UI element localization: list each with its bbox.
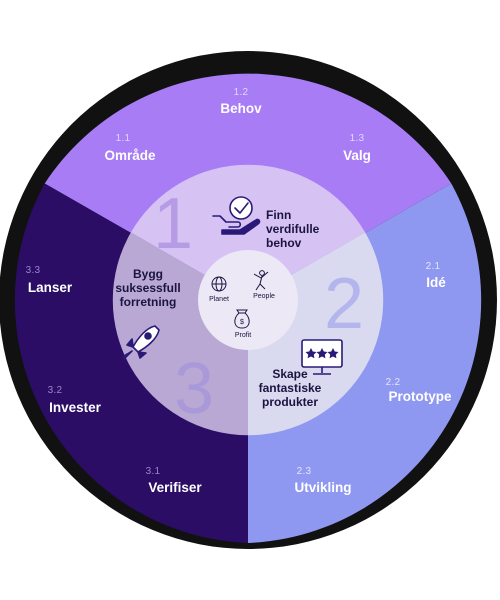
segment-3-1-number: 3.1 <box>146 466 161 477</box>
phase1-line2: verdifulle <box>266 222 320 236</box>
phase3-line3: forretning <box>120 295 177 309</box>
phase-number-3: 3 <box>174 349 214 429</box>
segment-2-3-label: Utvikling <box>294 480 351 495</box>
segment-1-2-number: 1.2 <box>234 87 249 98</box>
phase3-line2: suksessfull <box>115 281 180 295</box>
segment-1-inner <box>130 164 366 300</box>
segment-1-1-number: 1.1 <box>116 133 131 144</box>
segment-1-3-label: Valg <box>343 148 371 163</box>
segment-1-2-label: Behov <box>220 101 262 116</box>
phase-number-2: 2 <box>324 264 364 344</box>
monitor-stars-icon <box>301 339 343 375</box>
segment-3-3-number: 3.3 <box>26 265 41 276</box>
people-label: People <box>253 293 275 300</box>
phase-number-1: 1 <box>153 184 193 264</box>
segment-2-3-number: 2.3 <box>297 466 312 477</box>
segment-2-2-number: 2.2 <box>386 377 401 388</box>
rocket-icon <box>122 325 160 360</box>
phase2-line1: Skape <box>272 367 308 381</box>
segment-2-1-label: Idé <box>426 275 446 290</box>
segment-2-2-label: Prototype <box>388 389 451 404</box>
planet-label: Planet <box>209 296 229 303</box>
planet-icon <box>211 276 227 292</box>
segment-1-1-label: Område <box>104 148 156 163</box>
phase1-line3: behov <box>266 236 302 250</box>
phase3-line1: Bygg <box>133 267 163 281</box>
phase2-line2: fantastiske <box>259 381 322 395</box>
money-bag-icon: $ <box>234 309 250 329</box>
svg-text:$: $ <box>240 319 244 326</box>
hand-checkmark-icon <box>212 196 261 235</box>
segment-3-1-label: Verifiser <box>148 480 202 495</box>
segment-3-3-label: Lanser <box>28 280 73 295</box>
phase2-line3: produkter <box>262 395 318 409</box>
segment-3-2-number: 3.2 <box>48 385 63 396</box>
profit-label: Profit <box>235 332 251 339</box>
people-icon <box>253 270 269 291</box>
center-circle <box>198 250 298 350</box>
segment-3-2-label: Invester <box>49 400 102 415</box>
segment-1-3-number: 1.3 <box>350 133 365 144</box>
segment-2-1-number: 2.1 <box>426 261 441 272</box>
phase1-line1: Finn <box>266 208 291 222</box>
